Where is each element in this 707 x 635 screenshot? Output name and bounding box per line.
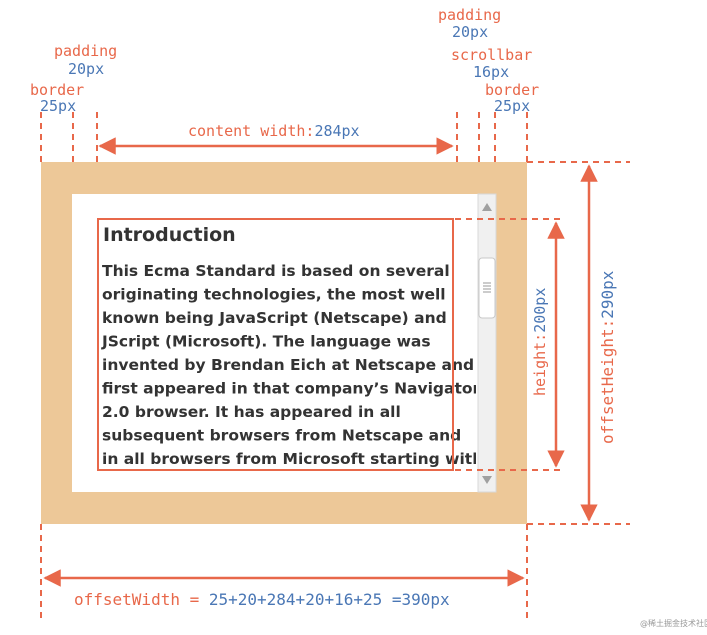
paragraph-line: originating technologies, the most well [102,286,446,304]
scroll-down-arrow-icon[interactable] [482,476,492,484]
scrollbar-thumb[interactable] [478,257,496,319]
scrollbar[interactable] [477,193,497,493]
scrollbar-track[interactable] [477,193,497,493]
paragraph-line: known being JavaScript (Netscape) and [102,309,447,327]
content-box-outline [97,218,454,471]
scroll-up-arrow-icon[interactable] [482,203,492,211]
paragraph-line: subsequent browsers from Netscape and [102,427,461,445]
scrollbar-value: 16px [473,63,509,81]
padding-box [72,194,496,492]
content-width-label: content width:284px [188,122,360,140]
border-left-value: 25px [40,97,76,115]
content-paragraph: This Ecma Standard is based on several or… [101,262,483,468]
border-right-value: 25px [494,97,530,115]
padding-right-value: 20px [452,23,488,41]
padding-left-label: padding [54,42,117,60]
content-text: Introduction This Ecma Standard is based… [101,224,483,468]
content-heading: Introduction [103,224,236,246]
border-right-label: border [485,81,539,99]
scrollbar-label: scrollbar [451,46,532,64]
scroll-grip-icon [483,282,491,293]
paragraph-line: This Ecma Standard is based on several [102,262,450,280]
offset-height-label: offsetHeight:290px [598,270,617,444]
height-label: height:200px [531,288,549,396]
paragraph-line: first appeared in that company’s Navigat… [102,380,481,398]
paragraph-line: invented by Brendan Eich at Netscape and [102,356,474,374]
guide-lines [40,112,630,620]
padding-left-value: 20px [68,60,104,78]
paragraph-line: in all browsers from Microsoft starting … [102,450,483,468]
watermark: @稀土掘金技术社区 [640,618,707,628]
border-left-label: border [30,81,84,99]
padding-right-label: padding [438,6,501,24]
paragraph-line: 2.0 browser. It has appeared in all [102,403,401,421]
paragraph-line: JScript (Microsoft). The language was [101,333,431,351]
dimension-arrows [43,137,598,587]
offset-width-label: offsetWidth = 25+20+284+20+16+25 =390px [74,590,450,609]
